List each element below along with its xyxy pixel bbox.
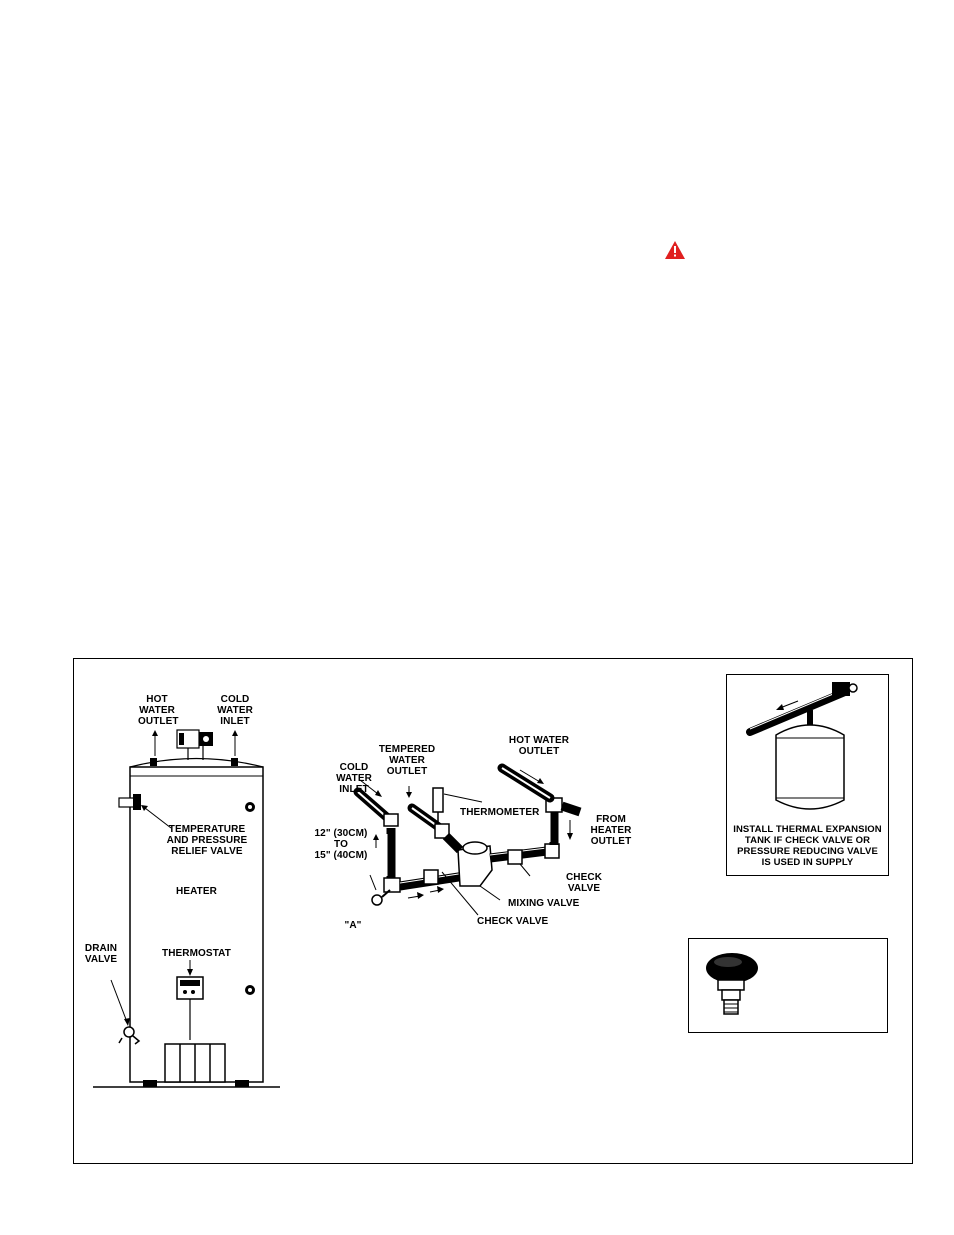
hot-water-outlet-label: HOT WATER OUTLET	[138, 694, 179, 727]
tempered-water-outlet-label: TEMPERED WATER OUTLET	[378, 744, 436, 777]
thermostat-label: THERMOSTAT	[162, 948, 231, 959]
valve-knob-illustration	[706, 953, 758, 1015]
distance-label: 12" (30CM) TO 15" (40CM)	[314, 828, 368, 861]
mixing-hot-water-outlet-label: HOT WATER OUTLET	[508, 735, 570, 757]
check-valve-bottom-label: CHECK VALVE	[477, 916, 549, 927]
warning-triangle-icon	[665, 241, 685, 259]
valve-knob-panel	[688, 938, 888, 1033]
cold-water-inlet-label: COLD WATER INLET	[217, 694, 253, 727]
installation-figure-frame	[73, 658, 913, 1164]
mixing-cold-water-inlet-label: COLD WATER INLET	[336, 762, 372, 795]
from-heater-outlet-label: FROM HEATER OUTLET	[590, 814, 632, 847]
heater-label: HEATER	[176, 886, 217, 897]
check-valve-right-label: CHECK VALVE	[565, 872, 603, 894]
water-heater-illustration	[93, 729, 280, 1088]
drain-valve-label: DRAIN VALVE	[84, 943, 118, 965]
expansion-tank-caption: INSTALL THERMAL EXPANSION TANK IF CHECK …	[733, 824, 882, 868]
expansion-tank-panel	[726, 674, 889, 876]
mixing-valve-label: MIXING VALVE	[508, 898, 580, 909]
point-a-label: "A"	[344, 920, 362, 931]
tp-relief-valve-label: TEMPERATURE AND PRESSURE RELIEF VALVE	[166, 824, 248, 857]
thermometer-label: THERMOMETER	[460, 807, 540, 818]
expansion-tank-illustration	[746, 682, 858, 810]
mixing-valve-piping-illustration	[353, 763, 582, 916]
